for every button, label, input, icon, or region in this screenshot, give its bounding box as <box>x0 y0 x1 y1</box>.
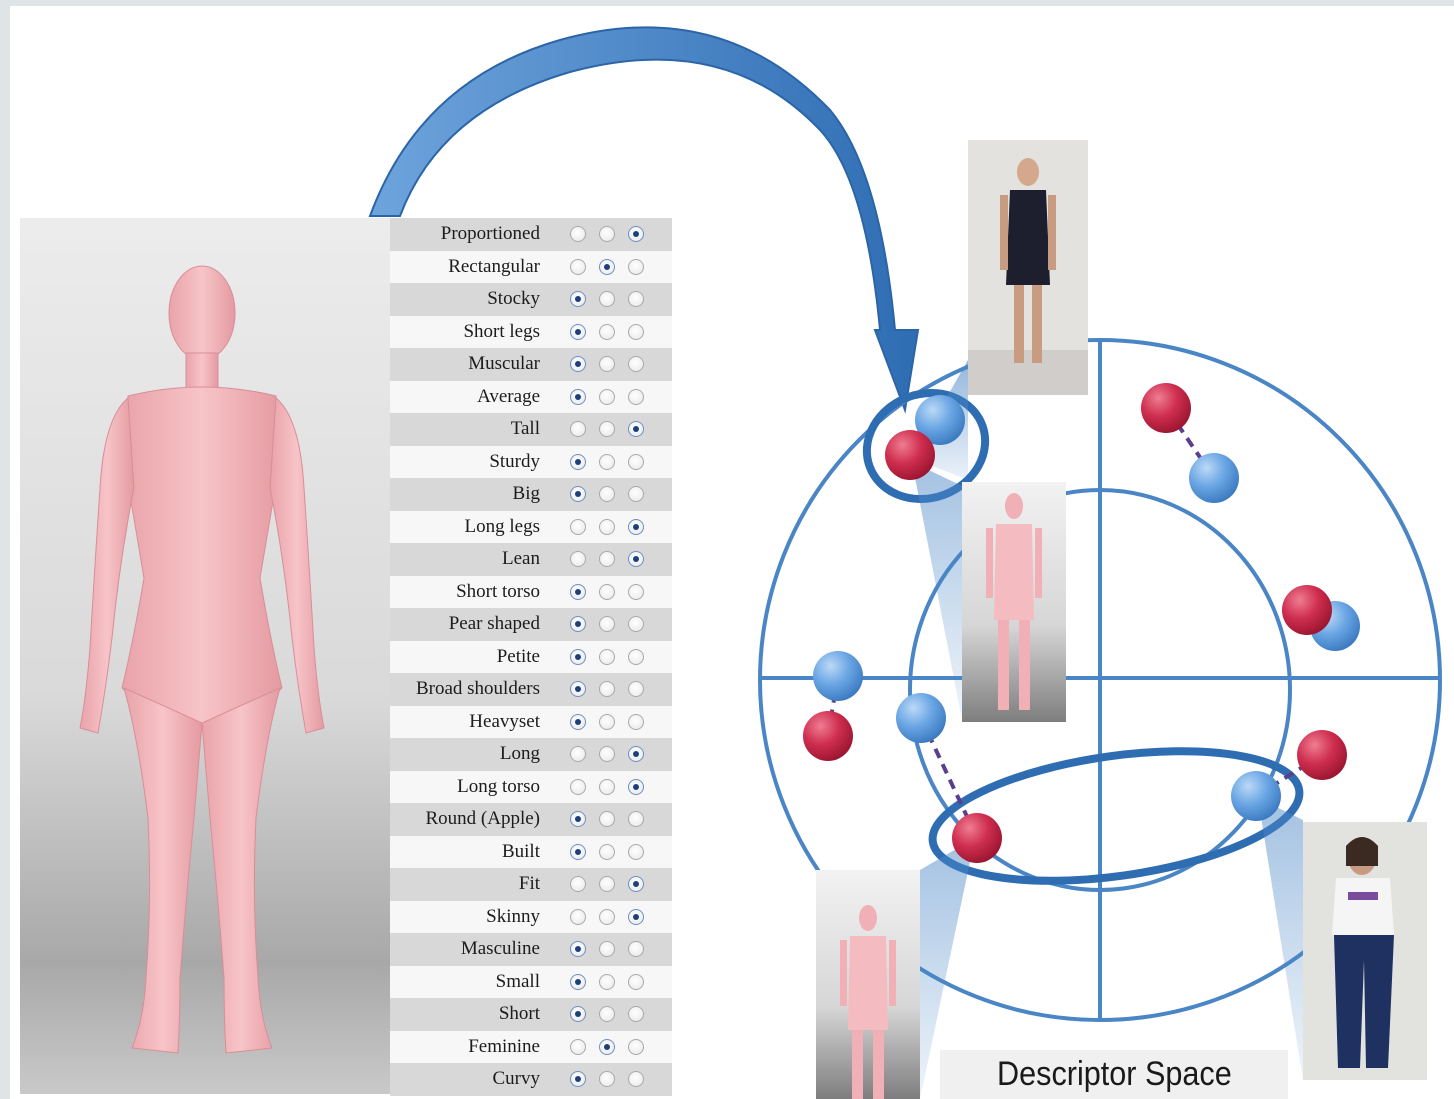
red-point <box>1141 383 1191 433</box>
photo-person-bottom <box>1303 822 1427 1080</box>
red-point <box>1282 585 1332 635</box>
photo-body-model-bottom <box>816 870 920 1099</box>
red-point <box>1297 730 1347 780</box>
descriptor-points <box>803 383 1360 863</box>
blue-point <box>1231 771 1281 821</box>
descriptor-space-caption-box: Descriptor Space <box>940 1050 1288 1099</box>
blue-point <box>1189 453 1239 503</box>
beam-bottom-photo <box>1258 798 1303 1080</box>
photo-person-top <box>968 140 1088 395</box>
red-point <box>952 813 1002 863</box>
photo-body-model-middle <box>962 482 1066 722</box>
descriptor-space-caption: Descriptor Space <box>997 1055 1232 1094</box>
blue-point <box>813 651 863 701</box>
blue-point <box>896 693 946 743</box>
red-point <box>885 430 935 480</box>
red-point <box>803 711 853 761</box>
curved-arrow <box>370 27 918 410</box>
